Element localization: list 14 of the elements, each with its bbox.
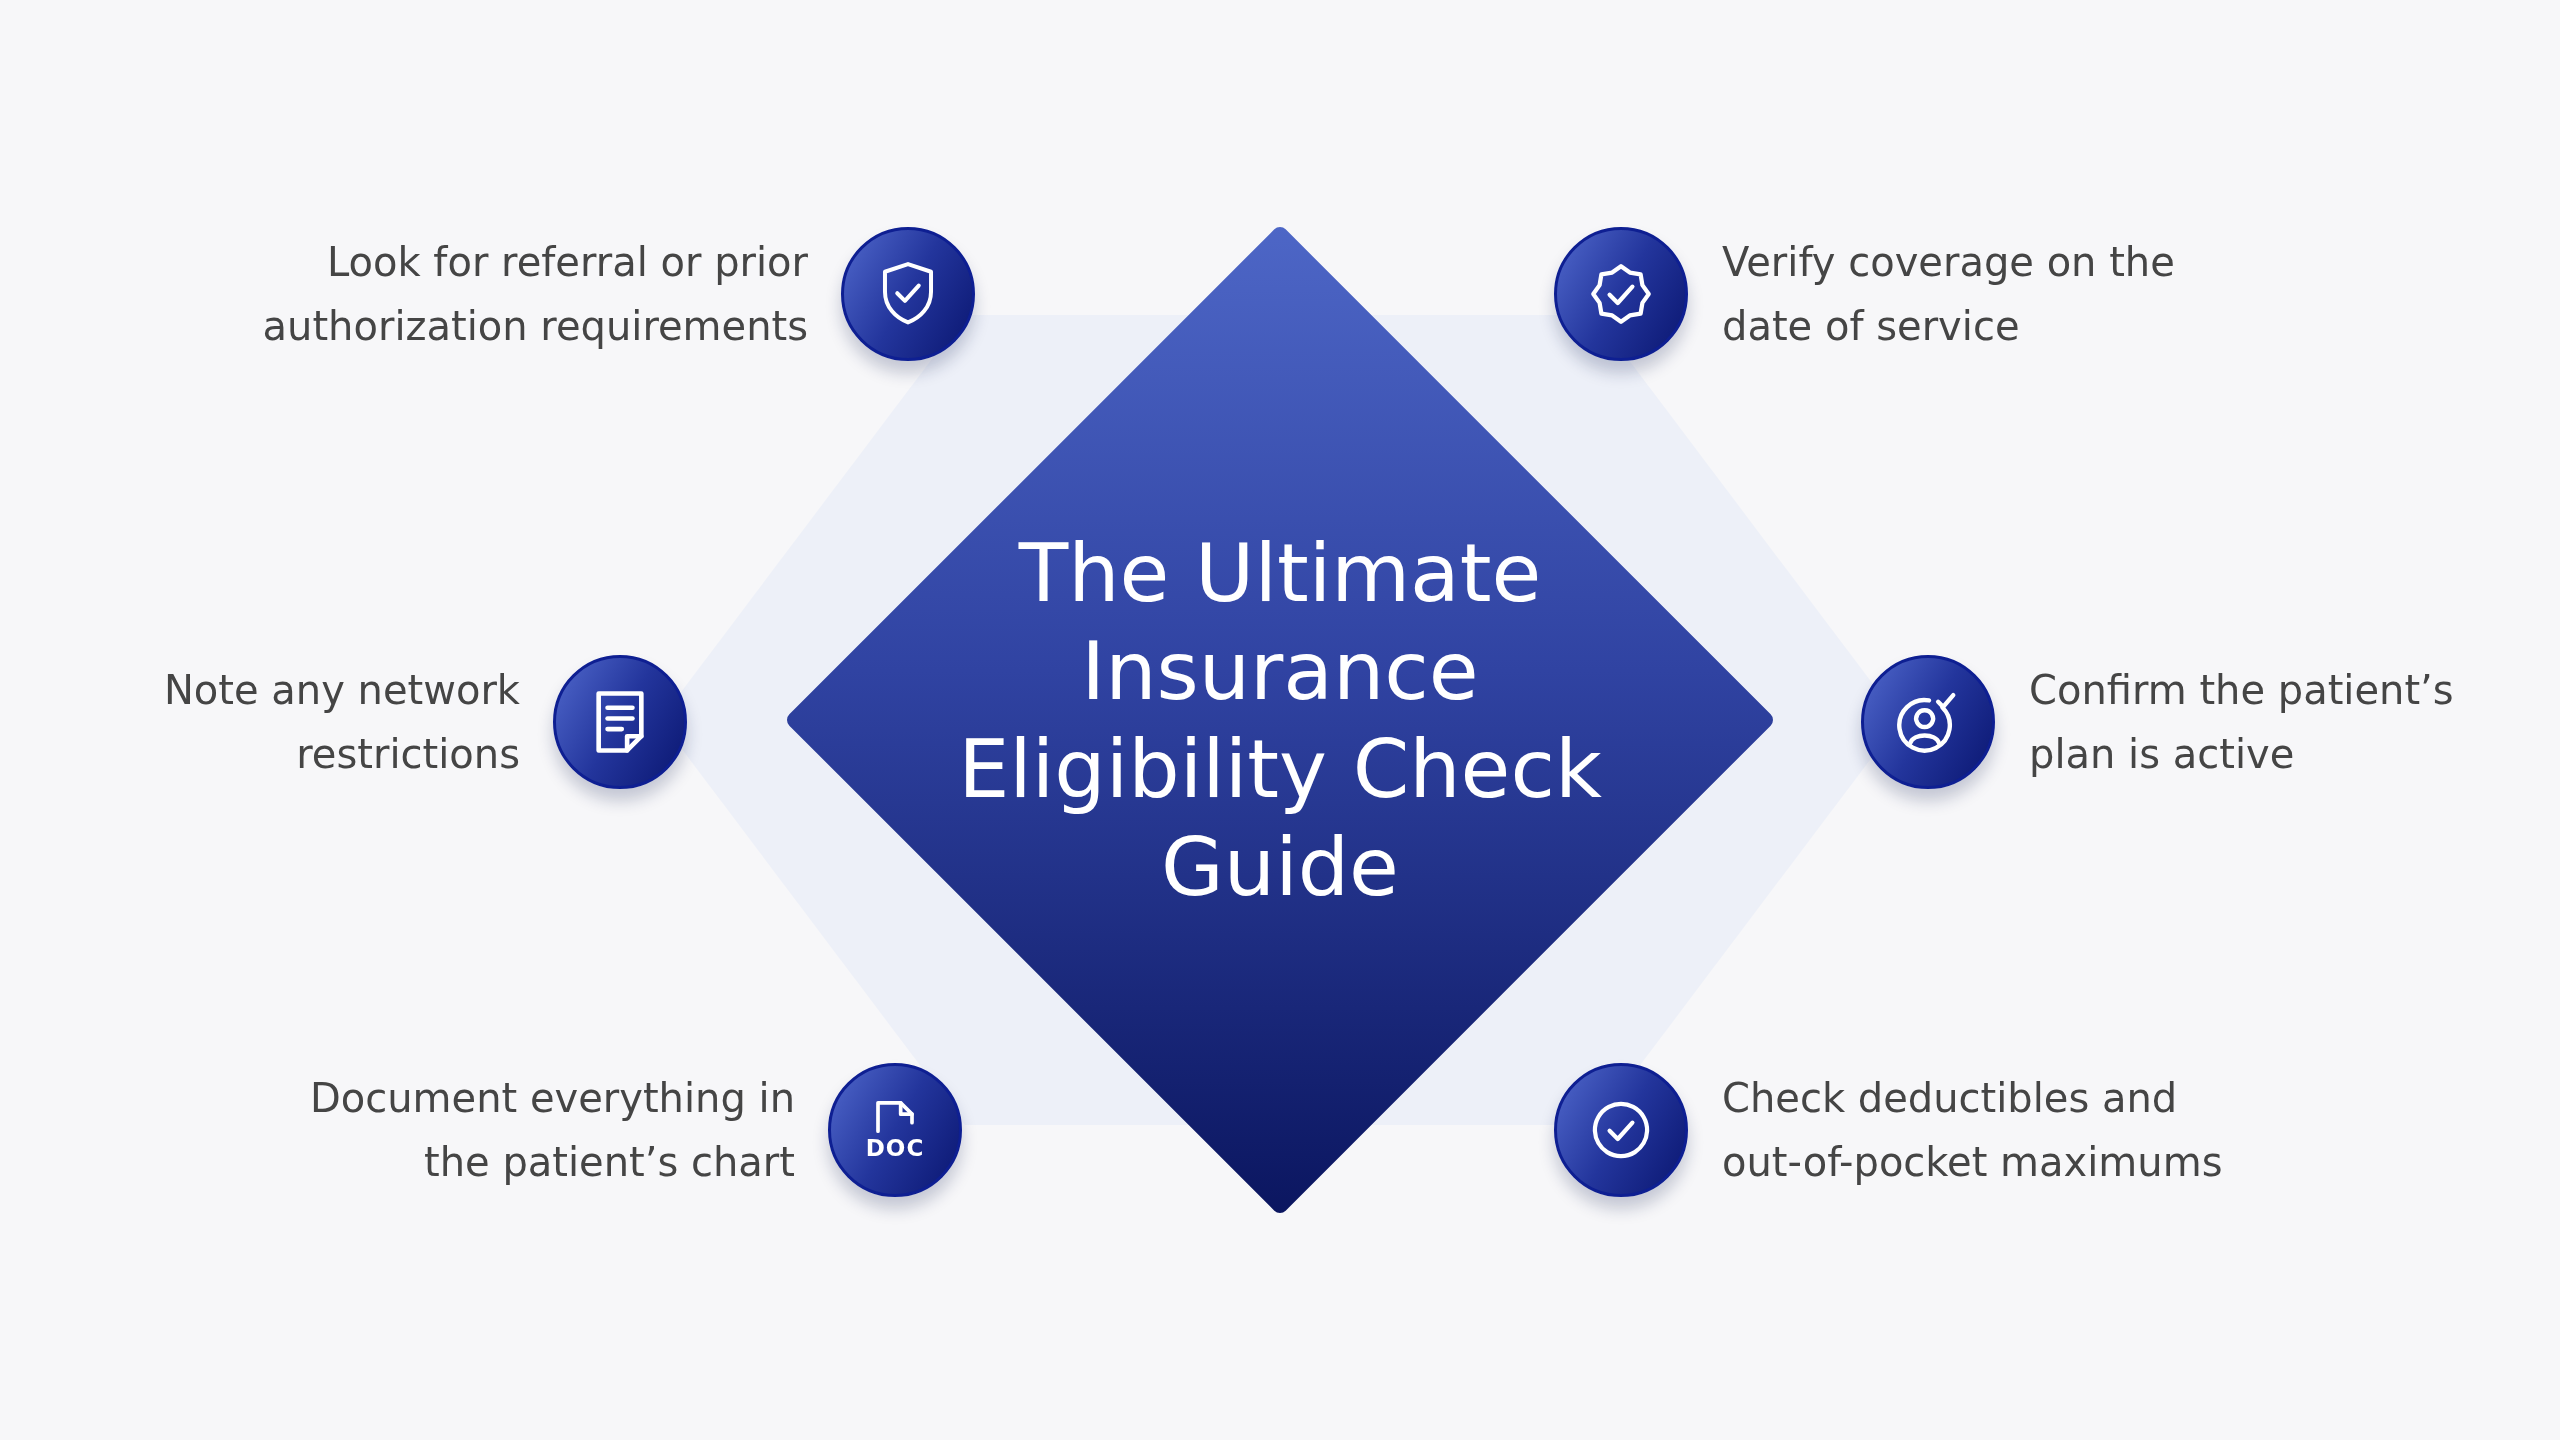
file-type-label: DOC	[865, 1136, 925, 1160]
step-circle	[1861, 655, 1995, 789]
step-circle	[828, 1063, 962, 1197]
step-text: Verify coverage on the date of service	[1722, 238, 2176, 351]
step-circle	[1554, 227, 1688, 361]
step-circle	[1554, 1063, 1688, 1197]
step-text: Look for referral or prior authorization requirements	[261, 238, 808, 351]
step-text: Confirm the patient’s plan is active	[2029, 666, 2455, 779]
step-text: Note any network restrictions	[162, 666, 520, 779]
step-circle	[553, 655, 687, 789]
step-circle	[841, 227, 975, 361]
step-text: Document everything in the patient’s chart	[308, 1074, 795, 1187]
guide-title: The Ultimate Insurance Eligibility Check Guide	[957, 524, 1603, 916]
step-text: Check deductibles and out-of-pocket maximums	[1722, 1074, 2224, 1187]
